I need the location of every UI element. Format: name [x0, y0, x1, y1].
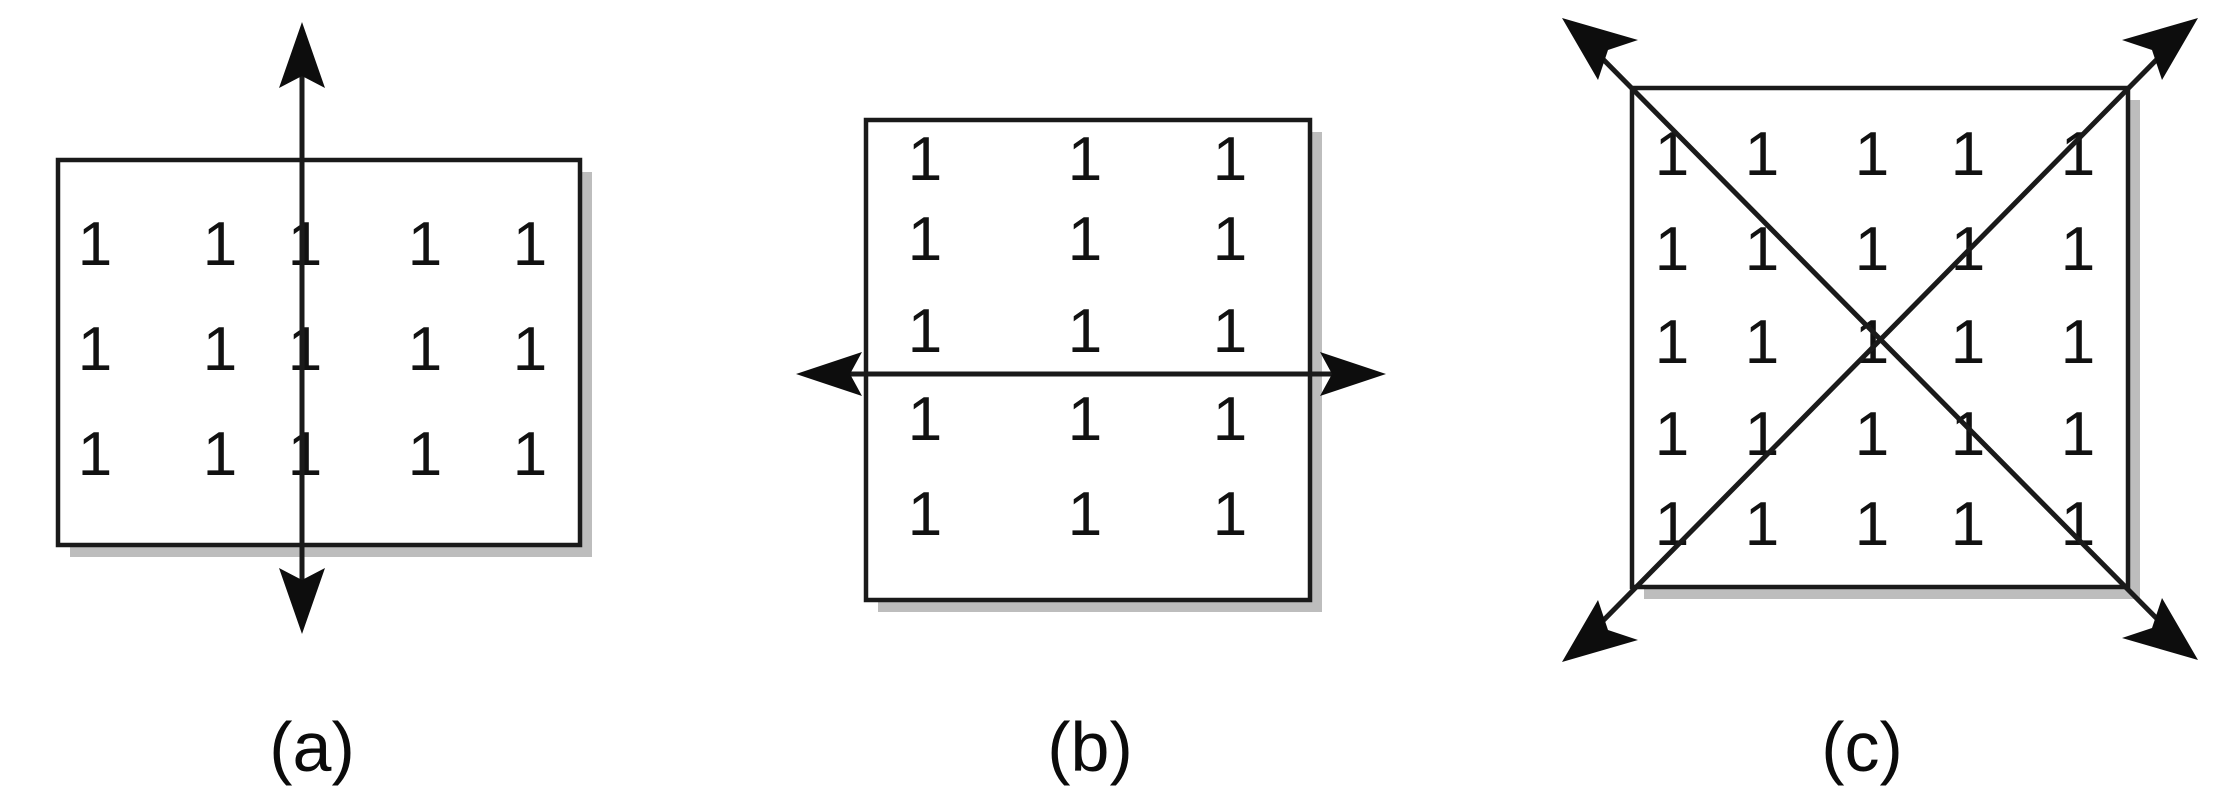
grid-digit: 1 [408, 210, 442, 279]
axis-shaft [1584, 40, 2176, 640]
panel-c-graphic: 1 1 1 1 1 1 1 1 1 1 1 1 1 1 1 1 1 1 1 1 … [1562, 18, 2198, 662]
panel-b-caption: (b) [1047, 708, 1133, 786]
grid-digit: 1 [1745, 120, 1779, 189]
grid-digit: 1 [408, 420, 442, 489]
grid-digit: 1 [408, 315, 442, 384]
arrow-head-up-icon [279, 22, 325, 88]
panel-b-box [863, 117, 1313, 603]
panel-a-graphic: 1 1 1 1 1 1 1 1 1 1 1 1 1 1 1 [55, 22, 592, 634]
grid-digit: 1 [2061, 308, 2095, 377]
grid-digit: 1 [1951, 400, 1985, 469]
grid-digit: 1 [1655, 400, 1689, 469]
grid-digit: 1 [203, 210, 237, 279]
grid-digit: 1 [288, 210, 322, 279]
panel-a-box [55, 157, 583, 548]
grid-digit: 1 [1655, 215, 1689, 284]
grid-digit: 1 [1068, 385, 1102, 454]
grid-digit: 1 [1745, 308, 1779, 377]
grid-digit: 1 [78, 210, 112, 279]
grid-digit: 1 [1213, 297, 1247, 366]
grid-digit: 1 [203, 420, 237, 489]
grid-digit: 1 [1213, 480, 1247, 549]
grid-digit: 1 [288, 420, 322, 489]
grid-digit: 1 [1745, 215, 1779, 284]
horizontal-symmetry-axis-arrow [796, 352, 1386, 396]
grid-digit: 1 [1745, 490, 1779, 559]
diagonal-symmetry-axis-swne-arrow [1562, 18, 2198, 662]
panel-b: 1 1 1 1 1 1 1 1 1 1 1 1 1 1 1 [760, 0, 1420, 680]
grid-digit: 1 [908, 125, 942, 194]
arrow-head-right-icon [1320, 352, 1386, 396]
grid-digit: 1 [1068, 125, 1102, 194]
grid-digit: 1 [908, 385, 942, 454]
panel-c: 1 1 1 1 1 1 1 1 1 1 1 1 1 1 1 1 1 1 1 1 … [1520, 0, 2222, 700]
panel-b-graphic: 1 1 1 1 1 1 1 1 1 1 1 1 1 1 1 [796, 117, 1386, 612]
grid-digit: 1 [1951, 120, 1985, 189]
grid-digit: 1 [1855, 215, 1889, 284]
grid-digit: 1 [1068, 297, 1102, 366]
grid-digit: 1 [1213, 125, 1247, 194]
grid-digit: 1 [78, 420, 112, 489]
grid-digit: 1 [1855, 490, 1889, 559]
arrow-head-up-right-icon [2122, 18, 2198, 80]
grid-digit: 1 [513, 420, 547, 489]
grid-digit: 1 [1855, 120, 1889, 189]
grid-digit: 1 [513, 315, 547, 384]
arrow-head-down-left-icon [1562, 600, 1638, 662]
arrow-head-down-icon [279, 568, 325, 634]
panel-a: 1 1 1 1 1 1 1 1 1 1 1 1 1 1 1 [0, 0, 680, 680]
grid-digit: 1 [1655, 308, 1689, 377]
grid-digit: 1 [908, 205, 942, 274]
arrow-head-down-right-icon [2122, 598, 2198, 660]
grid-digit: 1 [1213, 385, 1247, 454]
grid-digit: 1 [513, 210, 547, 279]
panel-a-caption: (a) [269, 708, 355, 786]
grid-digit: 1 [2061, 400, 2095, 469]
arrow-head-left-icon [796, 352, 862, 396]
grid-digit: 1 [1951, 490, 1985, 559]
vertical-symmetry-axis-arrow [279, 22, 325, 634]
grid-digit: 1 [203, 315, 237, 384]
grid-digit: 1 [1855, 400, 1889, 469]
grid-digit: 1 [1068, 480, 1102, 549]
panel-c-caption: (c) [1821, 708, 1903, 786]
grid-digit: 1 [908, 297, 942, 366]
grid-digit: 1 [288, 315, 322, 384]
grid-digit: 1 [1068, 205, 1102, 274]
grid-digit: 1 [2061, 215, 2095, 284]
grid-digit: 1 [1951, 308, 1985, 377]
arrow-head-up-left-icon [1562, 18, 1638, 80]
grid-digit: 1 [78, 315, 112, 384]
grid-digit: 1 [908, 480, 942, 549]
grid-digit: 1 [1213, 205, 1247, 274]
